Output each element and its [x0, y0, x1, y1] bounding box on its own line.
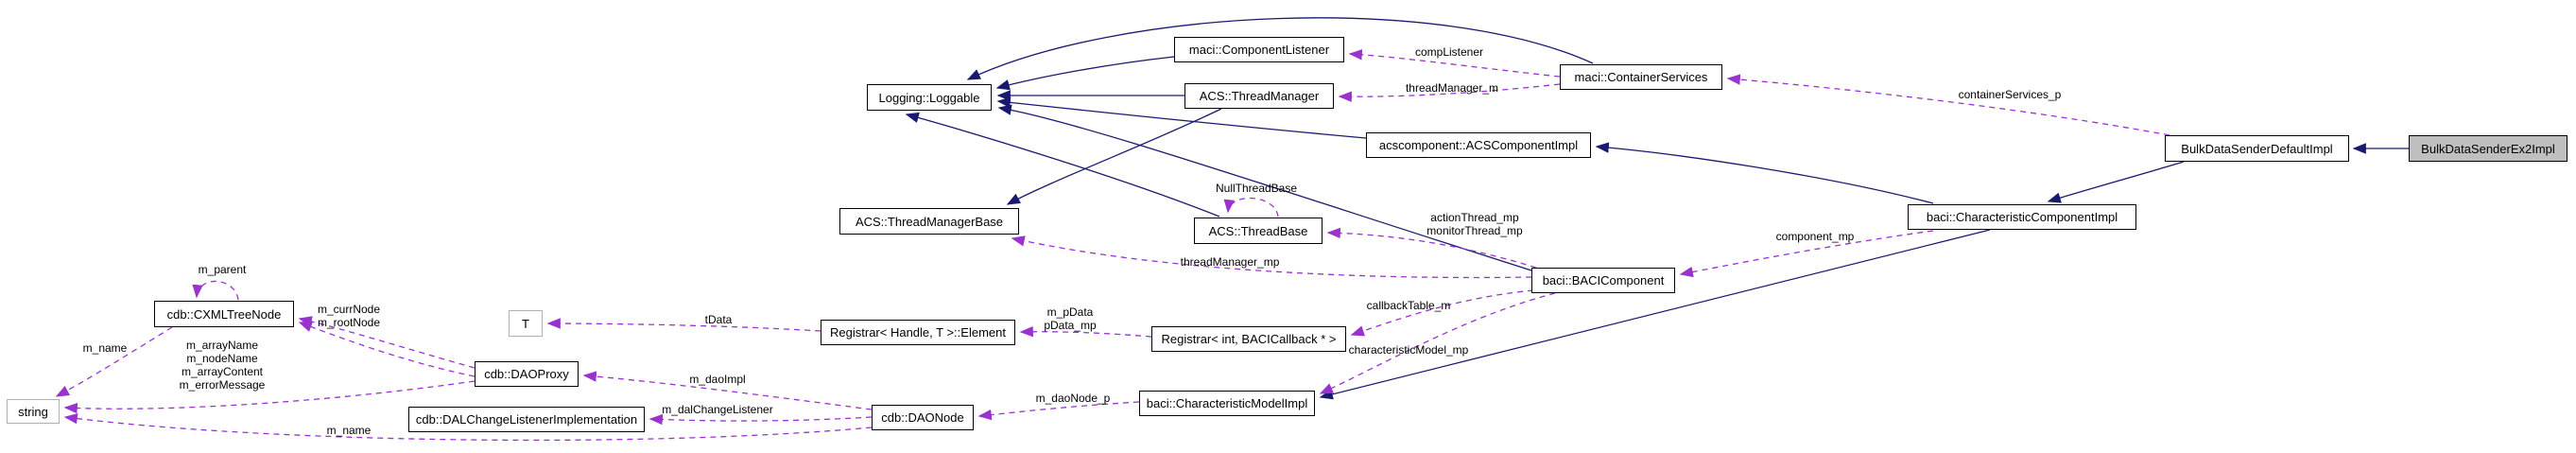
edge-label-m-daoimpl: m_daoImpl	[689, 373, 746, 386]
node-cdb-dal-change-listener-implementation[interactable]: cdb::DALChangeListenerImplementation	[408, 407, 645, 432]
edge-daonode-p	[977, 401, 1140, 421]
edge-label-m-rootnode: m_rootNode	[317, 316, 381, 329]
node-baci-characteristic-model-impl[interactable]: baci::CharacteristicModelImpl	[1139, 391, 1315, 416]
node-maci-component-listener[interactable]: maci::ComponentListener	[1174, 37, 1344, 62]
edge-label-m-name-daonode: m_name	[326, 424, 372, 437]
edge-label-m-errormessage: m_errorMessage	[179, 378, 266, 392]
edge-mparent-selfloop	[192, 280, 239, 301]
edge-defaultimpl-to-characteristiccomponentimpl	[2047, 161, 2185, 203]
edge-label-containerservices-p: containerServices_p	[1958, 88, 2062, 101]
edge-threadmanager-mp	[1011, 235, 1532, 279]
edge-tdata	[546, 318, 821, 332]
edge-label-m-daonode-p: m_daoNode_p	[1035, 392, 1111, 405]
edge-componentlistener-to-loggable	[995, 56, 1175, 91]
edge-mpdata-pdata-mp	[1019, 325, 1152, 338]
edge-containerservices-p	[1726, 74, 2170, 136]
edge-containerservices-to-loggable	[966, 17, 1594, 80]
edge-threadmanager-m	[1338, 83, 1561, 102]
edge-acscomponentimpl-to-loggable	[996, 96, 1367, 139]
edge-arrayname-etc-to-string	[63, 380, 475, 414]
node-logging-loggable[interactable]: Logging::Loggable	[867, 84, 992, 111]
edge-nullthreadbase-selfloop	[1223, 197, 1279, 218]
edge-label-m-arraycontent: m_arrayContent	[181, 365, 264, 378]
node-bulk-data-sender-default-impl[interactable]: BulkDataSenderDefaultImpl	[2165, 135, 2349, 162]
edge-label-m-arrayname: m_arrayName	[185, 339, 259, 352]
edge-label-characteristicmodel-mp: characteristicModel_mp	[1348, 343, 1469, 357]
edge-rootnode	[298, 322, 475, 377]
edge-callbacktable-m	[1350, 289, 1534, 337]
edge-threadmanager-to-threadmanagerbase	[1006, 108, 1222, 205]
edge-characteristicmodel-mp	[1319, 292, 1556, 394]
edge-label-m-name-cxml: m_name	[82, 341, 128, 355]
node-baci-characteristic-component-impl[interactable]: baci::CharacteristicComponentImpl	[1908, 204, 2136, 230]
node-acs-thread-manager-base[interactable]: ACS::ThreadManagerBase	[839, 208, 1019, 235]
node-bulk-data-sender-ex2-impl: BulkDataSenderEx2Impl	[2409, 135, 2567, 162]
edge-currnode	[298, 316, 475, 369]
edge-label-pdata-mp: pData_mp	[1044, 319, 1097, 332]
edge-threadbase-to-loggable	[905, 112, 1220, 218]
edge-label-threadmanager-m: threadManager_m	[1405, 81, 1499, 95]
edge-label-nullthreadbase: NullThreadBase	[1215, 182, 1298, 195]
edge-label-threadmanager-mp: threadManager_mp	[1180, 255, 1280, 269]
edge-complistener	[1348, 49, 1561, 78]
edge-daoimpl	[582, 371, 873, 410]
node-cdb-dao-node[interactable]: cdb::DAONode	[872, 405, 974, 430]
edge-label-complistener: compListener	[1414, 45, 1484, 59]
edge-characteristiccomponentimpl-to-characteristicmodelimpl	[1319, 229, 1991, 400]
edge-characteristiccomponentimpl-to-acscomponentimpl	[1595, 142, 1934, 204]
edge-label-m-parent: m_parent	[198, 263, 247, 276]
edge-label-m-nodename: m_nodeName	[186, 352, 258, 365]
edge-label-m-currnode: m_currNode	[317, 303, 381, 316]
node-acscomponent-acs-component-impl[interactable]: acscomponent::ACSComponentImpl	[1366, 132, 1591, 158]
node-cdb-dao-proxy[interactable]: cdb::DAOProxy	[475, 361, 579, 387]
node-acs-thread-base[interactable]: ACS::ThreadBase	[1194, 218, 1323, 244]
edge-component-mp	[1679, 230, 1934, 278]
node-registrar-handle-t-element[interactable]: Registrar< Handle, T >::Element	[821, 320, 1015, 345]
edge-label-component-mp: component_mp	[1775, 230, 1855, 243]
node-maci-container-services[interactable]: maci::ContainerServices	[1560, 64, 1722, 90]
edge-label-callbacktable-m: callbackTable_m	[1366, 299, 1451, 312]
node-acs-thread-manager[interactable]: ACS::ThreadManager	[1184, 83, 1334, 109]
edge-label-m-pdata: m_pData	[1046, 305, 1094, 319]
edge-label-m-dalchangelistener: m_dalChangeListener	[662, 403, 773, 416]
node-registrar-int-bacicallback[interactable]: Registrar< int, BACICallback * >	[1151, 326, 1346, 352]
edge-bacicomponent-to-loggable	[997, 104, 1532, 271]
node-cdb-cxml-tree-node[interactable]: cdb::CXMLTreeNode	[154, 301, 294, 327]
node-string: string	[7, 399, 60, 424]
edge-mname-daonode-to-string	[63, 412, 873, 442]
edge-label-tdata: tData	[704, 313, 733, 326]
node-baci-baci-component[interactable]: baci::BACIComponent	[1531, 268, 1675, 293]
edge-dalchangelistener	[648, 413, 873, 426]
node-t: T	[509, 310, 543, 337]
edge-mname-cxml-to-string	[55, 326, 173, 397]
edge-actionthread-monitorthread	[1326, 227, 1537, 269]
edge-label-actionthread-mp: actionThread_mp	[1430, 211, 1519, 224]
edge-label-monitorthread-mp: monitorThread_mp	[1426, 224, 1523, 237]
